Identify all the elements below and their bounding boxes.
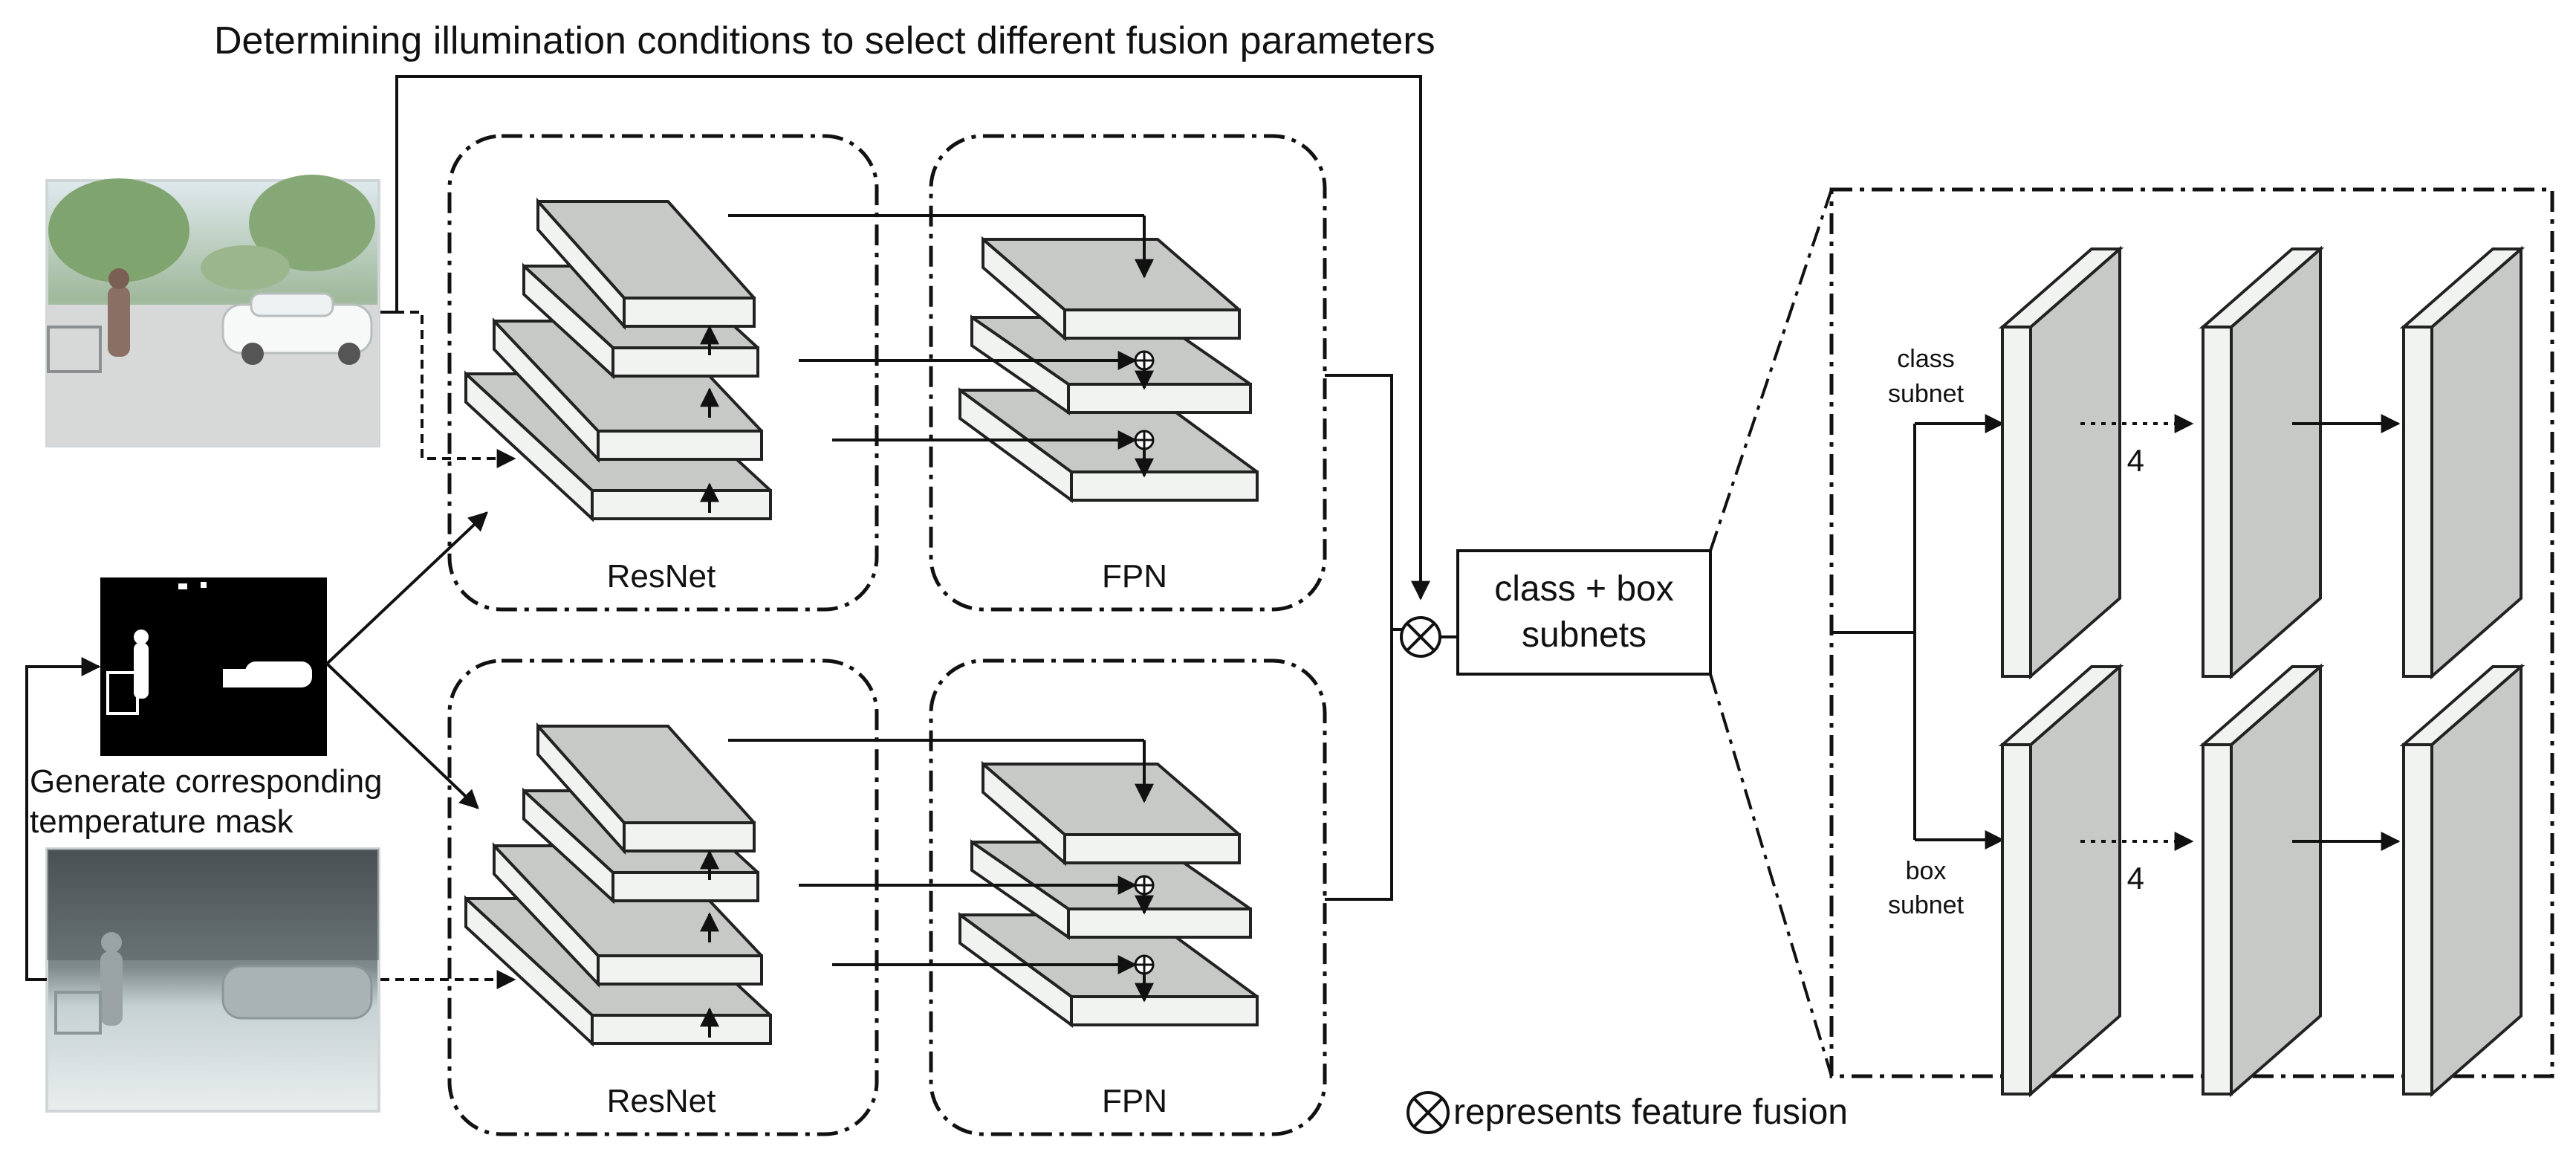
thermal-input-image <box>45 847 380 1113</box>
head-subnets-box <box>1456 549 1712 676</box>
class-subnet-label-line2: subnet <box>1888 380 1965 408</box>
fpn-layer-1 <box>958 387 1259 503</box>
mask-caption-line2: temperature mask <box>30 803 294 840</box>
legend-text: represents feature fusion <box>1453 1093 1848 1132</box>
box-subnet-panel-2 <box>2199 663 2325 1098</box>
fpn-bottom-box <box>929 658 1327 1136</box>
legend-otimes-icon <box>1407 1091 1450 1134</box>
plus-circle-icon <box>1134 875 1155 896</box>
fpn-top-box <box>929 134 1327 612</box>
class-subnet-panel-3 <box>2399 245 2525 680</box>
class-subnet-panels <box>1998 245 2525 680</box>
head-box-line1: class + box <box>1494 569 1673 609</box>
backbone-bottom: ResNet FPN <box>447 658 1327 1136</box>
resnet-top-box <box>447 134 879 612</box>
mask-to-resnet-bottom-arrow <box>325 662 479 809</box>
fpn-bottom-to-fusion-path <box>1325 630 1393 901</box>
fpn-layer-2 <box>970 839 1252 940</box>
mask-caption-line1: Generate corresponding <box>30 763 383 800</box>
illumination-path <box>380 75 1430 601</box>
box-subnet-panel-1 <box>1998 663 2124 1098</box>
fpn-top-to-fusion-path <box>1325 374 1393 630</box>
layer-stack-top <box>464 197 1259 522</box>
box-subnet-label-line1: box <box>1906 857 1947 885</box>
fusion-otimes-icon <box>1400 616 1441 658</box>
box-subnet-panel-3 <box>2399 663 2525 1098</box>
fpn-top-label: FPN <box>1102 558 1167 595</box>
thermal-to-mask-path <box>25 657 101 981</box>
rgb-to-resnet-top-path <box>380 311 516 468</box>
class-subnet-panel-1 <box>1998 245 2124 680</box>
box-subnet-label-line2: subnet <box>1888 891 1965 919</box>
plus-circle-icon <box>1134 430 1155 450</box>
resnet-bottom-label: ResNet <box>607 1083 716 1119</box>
resnet-top-label: ResNet <box>607 558 716 595</box>
resnet-layer-1 <box>464 895 772 1047</box>
backbone-top: ResNet FPN <box>447 134 1327 612</box>
rgb-input-image <box>45 175 380 447</box>
resnet-layer-4 <box>536 197 756 331</box>
resnet-layer-4 <box>536 722 756 855</box>
zoom-line-bottom <box>1709 673 1833 1077</box>
class-subnet-label-line1: class <box>1897 345 1954 373</box>
fpn-layer-2 <box>970 314 1252 415</box>
mask-to-resnet-top-arrow <box>325 511 488 665</box>
zoom-line-top <box>1709 189 1833 551</box>
head-box-line2: subnets <box>1522 615 1647 655</box>
box-subnet-panels <box>1998 663 2525 1098</box>
fpn-layer-1 <box>958 912 1259 1028</box>
layer-stack-bottom <box>464 722 1259 1047</box>
plus-circle-icon <box>1134 954 1155 975</box>
legend: represents feature fusion <box>1407 1091 1848 1134</box>
diagram-title: Determining illumination conditions to s… <box>214 19 1435 62</box>
fpn-layer-3 <box>982 236 1241 342</box>
plus-circle-icon <box>1134 350 1155 371</box>
resnet-bottom-box <box>447 658 879 1136</box>
temperature-mask-image <box>100 577 327 756</box>
fpn-bottom-label: FPN <box>1102 1083 1167 1119</box>
class-subnet-panel-2 <box>2199 245 2325 680</box>
fpn-layer-3 <box>982 760 1241 867</box>
